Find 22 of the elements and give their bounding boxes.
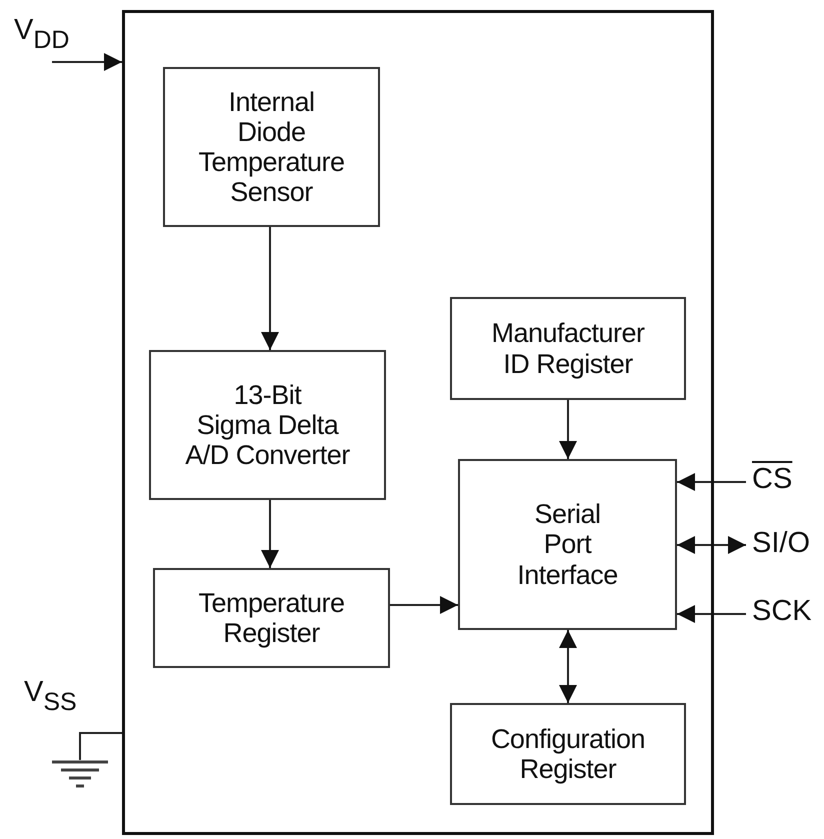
wire (79, 732, 122, 760)
function-block: Serial Port Interface (458, 459, 677, 630)
function-block: Manufacturer ID Register (450, 297, 686, 400)
arrow (559, 400, 577, 459)
function-block: Configuration Register (450, 703, 686, 805)
pin-label: CS (752, 465, 794, 497)
arrow (390, 596, 458, 614)
function-block: Temperature Register (153, 568, 390, 668)
arrow (677, 536, 746, 554)
arrow (261, 227, 279, 350)
arrow (559, 630, 577, 703)
arrow (52, 53, 122, 71)
chip-outline (122, 10, 714, 835)
arrow (261, 500, 279, 568)
pin-label: SI/O (752, 529, 818, 561)
pin-label: V$_{DD}$ (14, 16, 76, 56)
pin-label: SCK (752, 597, 814, 629)
pin-label: V$_{SS}$ (24, 678, 77, 715)
arrow (677, 605, 746, 623)
function-block: 13-Bit Sigma Delta A/D Converter (149, 350, 386, 500)
function-block: Internal Diode Temperature Sensor (163, 67, 380, 227)
arrow (677, 473, 746, 491)
